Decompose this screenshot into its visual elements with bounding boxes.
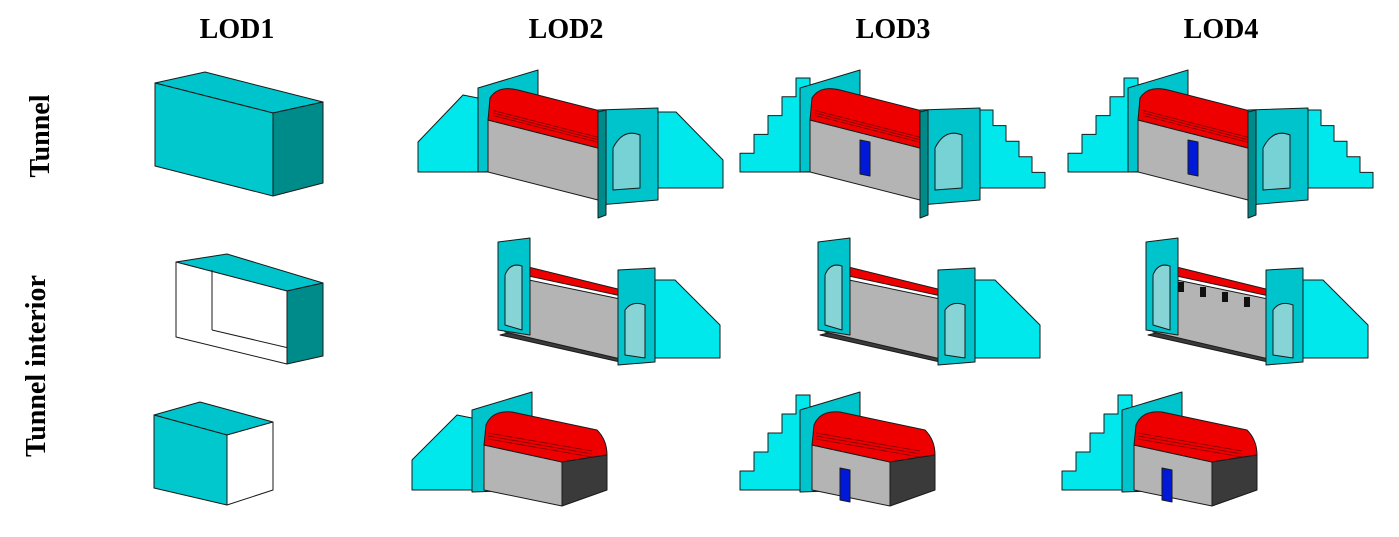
left-wing [1061, 394, 1133, 491]
portal-glass [624, 302, 646, 359]
lamp-icon [1222, 292, 1228, 302]
opening [561, 454, 608, 507]
roof-stripe [487, 435, 593, 455]
roof-stripe [1137, 438, 1243, 458]
right-wing [654, 279, 721, 359]
roof-stripe [1137, 435, 1243, 455]
row3-lod1-box [153, 401, 274, 506]
tunnel-lod3 [739, 69, 1046, 219]
column-header-lod3: LOD3 [855, 14, 931, 45]
interior-lod1-box [175, 253, 324, 365]
lamp-icon [1178, 282, 1184, 292]
opening [889, 454, 936, 507]
roof-stripe [815, 432, 921, 452]
door [859, 139, 871, 177]
lamp-icon [1244, 297, 1250, 307]
interior-lod3 [817, 237, 1041, 366]
portal-opening [934, 132, 963, 191]
roof-stripe [1137, 432, 1243, 452]
roof [811, 411, 936, 463]
roof-stripe [1142, 112, 1254, 142]
roof-stripe [492, 115, 604, 144]
left-wing [739, 77, 811, 173]
roof-stripe [487, 438, 593, 458]
portal-glass [1272, 302, 1294, 359]
roof-stripe [487, 432, 593, 452]
roof-stripe [1142, 115, 1254, 144]
row-label-tunnel: Tunnel [25, 94, 56, 178]
right-wing [974, 279, 1041, 359]
portal-edge [919, 109, 929, 219]
right-wing [657, 111, 724, 189]
portal-glass [504, 264, 523, 331]
portal-edge [597, 109, 607, 219]
roof [1133, 411, 1258, 463]
right-wing [1307, 109, 1374, 189]
roof-stripe [1142, 110, 1254, 139]
roof-stripe [815, 435, 921, 455]
roof [483, 411, 608, 463]
portal-glass [824, 264, 843, 331]
roof-stripe [814, 115, 926, 144]
door [1161, 467, 1173, 503]
column-header-lod2: LOD2 [528, 14, 604, 45]
row-label-tunnel-interior: Tunnel interior [21, 275, 52, 457]
box-side [286, 282, 324, 365]
roof-stripe [814, 112, 926, 142]
box-side [272, 101, 324, 197]
interior-lod2 [497, 237, 721, 366]
lamp-icon [1200, 287, 1206, 297]
portal-glass [1152, 264, 1171, 331]
roof-stripe [492, 110, 604, 139]
tunnel-lod4 [1067, 69, 1374, 219]
column-header-lod1: LOD1 [199, 14, 275, 45]
left-wing [1067, 77, 1139, 173]
opening [1211, 454, 1258, 507]
row3-lod4 [1061, 391, 1258, 507]
roof-stripe [492, 112, 604, 142]
row3-lod2 [411, 391, 608, 507]
box-side-open [226, 421, 274, 506]
tunnel-lod1-box [154, 71, 324, 197]
roof-stripe [814, 110, 926, 139]
row3-lod3 [739, 391, 936, 507]
portal-opening [612, 132, 641, 191]
left-wing [739, 394, 811, 491]
interior-lod4 [1145, 237, 1369, 366]
door [1187, 139, 1199, 177]
tunnel-lod2 [417, 69, 724, 219]
portal-edge [1247, 109, 1257, 219]
portal-glass [944, 302, 966, 359]
portal-opening [1262, 132, 1291, 191]
roof-stripe [815, 438, 921, 458]
right-wing [1302, 279, 1369, 359]
column-header-lod4: LOD4 [1183, 14, 1259, 45]
door [839, 467, 851, 503]
right-wing [979, 109, 1046, 189]
